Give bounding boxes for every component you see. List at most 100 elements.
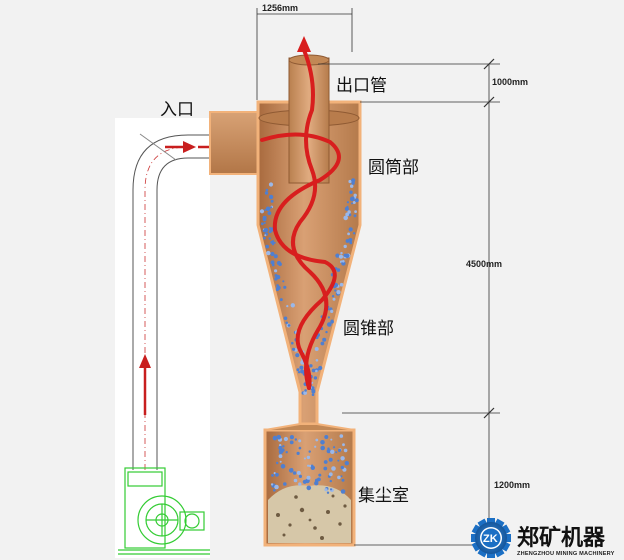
dim-outlet-height: 1000mm bbox=[492, 77, 528, 87]
dust-particle bbox=[293, 478, 298, 483]
dust-particle bbox=[311, 368, 316, 373]
dust-particle bbox=[296, 470, 301, 475]
dust-particle bbox=[261, 222, 264, 226]
dust-particle bbox=[323, 466, 328, 471]
dust-particle bbox=[315, 369, 318, 373]
dust-particle bbox=[313, 376, 318, 380]
dust-particle bbox=[275, 472, 279, 477]
dust-particle bbox=[348, 179, 352, 184]
dust-particle bbox=[307, 464, 310, 467]
dust-particle bbox=[283, 316, 288, 321]
dust-particle bbox=[279, 452, 282, 455]
dust-particle bbox=[302, 479, 307, 484]
dust-particle bbox=[270, 240, 274, 244]
vortex-spiral bbox=[260, 48, 341, 390]
dust-particle bbox=[347, 232, 350, 236]
dust-particle bbox=[353, 193, 357, 197]
dust-particle bbox=[303, 457, 306, 460]
dim-top-width: 1256mm bbox=[262, 3, 298, 13]
dust-particle bbox=[294, 438, 297, 441]
up-arrow-icon bbox=[139, 354, 151, 368]
dust-particle bbox=[289, 440, 294, 445]
dust-particle bbox=[342, 260, 345, 263]
dust-particle bbox=[282, 280, 285, 283]
dust-particle bbox=[335, 451, 338, 454]
dust-particle bbox=[274, 269, 278, 273]
dust-particle bbox=[304, 389, 307, 392]
dust-particle bbox=[273, 472, 276, 475]
dust-particle bbox=[340, 251, 343, 255]
dust-particle bbox=[289, 435, 294, 440]
logo-subtitle: ZHENGZHOU MINING MACHINERY bbox=[517, 551, 615, 557]
dust-particle bbox=[270, 199, 274, 203]
dust-particle bbox=[268, 194, 274, 200]
duct-backdrop bbox=[115, 118, 210, 558]
dust-particle bbox=[327, 316, 330, 319]
dust-particle bbox=[291, 341, 294, 345]
dimension-lines bbox=[256, 8, 500, 546]
dust-particle bbox=[351, 202, 353, 205]
dust-particle bbox=[267, 211, 272, 216]
dust-particle bbox=[297, 371, 301, 374]
dust-particle bbox=[263, 222, 266, 224]
dust-particle bbox=[340, 456, 345, 461]
dust-particle bbox=[311, 389, 316, 394]
dust-particle bbox=[270, 206, 273, 209]
dust-particle bbox=[259, 209, 265, 214]
dust-particle bbox=[292, 471, 297, 475]
inlet-duct bbox=[132, 133, 212, 470]
dust-particle bbox=[343, 448, 348, 453]
dim-hopper-height: 1200mm bbox=[494, 480, 530, 490]
dust-particle bbox=[352, 232, 356, 235]
dust-particle bbox=[347, 210, 351, 214]
dust-particle bbox=[273, 241, 276, 244]
dust-particle bbox=[283, 285, 287, 289]
company-logo: ZK 郑矿机器 ZHENGZHOU MINING MACHINERY bbox=[471, 518, 615, 558]
dust-particle bbox=[298, 474, 302, 478]
dust-particle bbox=[331, 295, 335, 298]
dust-particle bbox=[264, 209, 267, 211]
dust-particle bbox=[327, 322, 332, 327]
dust-particle bbox=[279, 460, 282, 463]
dust-particle bbox=[320, 440, 325, 445]
dust-particle bbox=[265, 244, 270, 249]
dust-particle bbox=[341, 478, 345, 482]
dust-particle bbox=[329, 479, 332, 483]
dust-particle bbox=[346, 205, 349, 208]
dust-particle bbox=[272, 435, 278, 441]
dust-particle bbox=[348, 227, 353, 232]
dust-particle bbox=[263, 236, 266, 240]
dust-particle bbox=[318, 367, 321, 371]
dust-particle bbox=[325, 330, 328, 334]
label-inlet: 入口 bbox=[160, 100, 194, 120]
dust-particle bbox=[328, 472, 333, 477]
label-cone: 圆锥部 bbox=[343, 319, 394, 339]
flow-arrows bbox=[139, 141, 212, 415]
dust-particle bbox=[317, 477, 321, 482]
dust-particle bbox=[298, 439, 302, 443]
dust-particle bbox=[275, 287, 279, 292]
outlet-arrow-icon bbox=[297, 36, 311, 52]
dust-particle bbox=[270, 483, 274, 486]
dust-particle bbox=[295, 353, 300, 358]
dust-particle bbox=[330, 319, 334, 324]
dust-particle bbox=[279, 298, 283, 302]
dust-particle bbox=[310, 464, 314, 468]
dust-particle bbox=[268, 227, 272, 230]
dust-particle bbox=[354, 210, 357, 214]
dust-particle bbox=[320, 341, 325, 346]
dust-particle bbox=[341, 261, 346, 266]
dust-particle bbox=[327, 447, 330, 450]
dust-particle bbox=[334, 289, 337, 292]
dust-particle bbox=[339, 434, 344, 438]
dust-particle bbox=[342, 443, 345, 447]
dust-particle bbox=[336, 268, 341, 272]
dust-particle bbox=[262, 217, 267, 222]
dust-particle bbox=[349, 190, 353, 194]
dust-particle bbox=[270, 260, 275, 265]
dust-particle bbox=[333, 446, 336, 449]
dust-particle bbox=[276, 260, 281, 266]
dust-particle bbox=[311, 386, 315, 390]
dust-particle bbox=[339, 282, 344, 287]
